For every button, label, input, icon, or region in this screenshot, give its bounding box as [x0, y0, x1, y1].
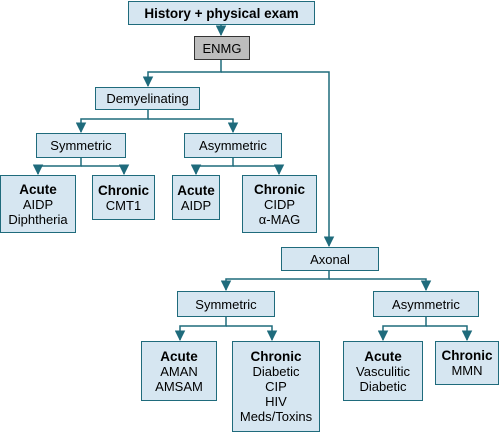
arrow-axonal-to-symmetric	[220, 270, 330, 292]
node-axonal: Axonal	[281, 247, 379, 271]
node-title: Chronic	[253, 181, 305, 197]
node-demyel-symmetric: Symmetric	[36, 133, 126, 158]
arrow-axonal-asym-to-chronic	[426, 325, 473, 342]
node-label: Demyelinating	[106, 91, 189, 106]
node-item: MMN	[451, 363, 483, 378]
arrow-demyel-asym-to-chronic	[233, 164, 285, 176]
node-item: AMAN	[160, 363, 198, 379]
node-label: Asymmetric	[392, 296, 460, 312]
node-title: Acute	[364, 348, 402, 364]
node-item: α-MAG	[258, 211, 301, 227]
arrow-axonal-asym-to-acute	[377, 316, 427, 342]
node-title: Acute	[160, 348, 198, 364]
node-demyel-asymmetric: Asymmetric	[184, 133, 282, 158]
node-item: Vasculitic	[356, 363, 410, 379]
node-item: HIV	[265, 394, 287, 409]
node-item: Diphtheria	[8, 211, 68, 227]
arrow-axonal-sym-to-chronic	[226, 325, 278, 342]
arrow-demyelinating-to-symmetric	[75, 109, 149, 134]
arrow-enmg-to-axonal	[221, 71, 335, 248]
node-enmg: ENMG	[194, 36, 250, 60]
node-demyelinating: Demyelinating	[95, 87, 200, 110]
node-axonal-sym-chronic: Chronic Diabetic CIP HIV Meds/Toxins	[232, 341, 320, 432]
node-item: CIP	[265, 379, 287, 394]
node-axonal-sym-acute: Acute AMAN AMSAM	[141, 341, 217, 401]
node-demyel-sym-acute: Acute AIDP Diphtheria	[0, 175, 76, 233]
arrow-enmg-to-demyelinating	[142, 59, 222, 88]
arrow-demyel-sym-to-chronic	[81, 164, 130, 176]
node-axonal-asym-acute: Acute Vasculitic Diabetic	[343, 341, 423, 401]
node-demyel-sym-chronic: Chronic CMT1	[92, 175, 155, 220]
node-item: AIDP	[180, 197, 212, 213]
arrow-axonal-sym-to-acute	[174, 316, 227, 342]
node-title: Acute	[19, 181, 57, 197]
node-item: Meds/Toxins	[239, 409, 313, 424]
arrow-demyelinating-to-asymmetric	[148, 118, 239, 134]
arrow-demyel-asym-to-acute	[190, 157, 234, 176]
node-title: Acute	[177, 182, 215, 198]
node-item: Diabetic	[252, 364, 300, 379]
node-label: History + physical exam	[144, 5, 299, 21]
node-item: CMT1	[105, 197, 142, 213]
node-label: Symmetric	[195, 296, 257, 312]
node-label: Symmetric	[50, 138, 112, 153]
node-axonal-asym-chronic: Chronic MMN	[435, 341, 499, 385]
arrow-axonal-to-asymmetric	[329, 278, 432, 292]
node-axonal-asymmetric: Asymmetric	[373, 291, 479, 317]
node-item: Diabetic	[359, 378, 407, 394]
node-demyel-asym-acute: Acute AIDP	[172, 175, 220, 220]
node-axonal-symmetric: Symmetric	[177, 291, 275, 317]
node-label: Axonal	[310, 251, 350, 267]
node-title: Chronic	[441, 348, 493, 363]
node-label: ENMG	[202, 40, 242, 56]
node-title: Chronic	[250, 349, 302, 364]
node-label: Asymmetric	[199, 138, 267, 153]
node-demyel-asym-chronic: Chronic CIDP α-MAG	[242, 175, 317, 233]
node-title: Chronic	[97, 182, 149, 198]
node-history-physical-exam: History + physical exam	[128, 1, 315, 25]
node-item: AMSAM	[155, 378, 203, 394]
node-item: CIDP	[263, 196, 296, 212]
arrow-demyel-sym-to-acute	[32, 157, 82, 176]
node-item: AIDP	[22, 196, 54, 212]
